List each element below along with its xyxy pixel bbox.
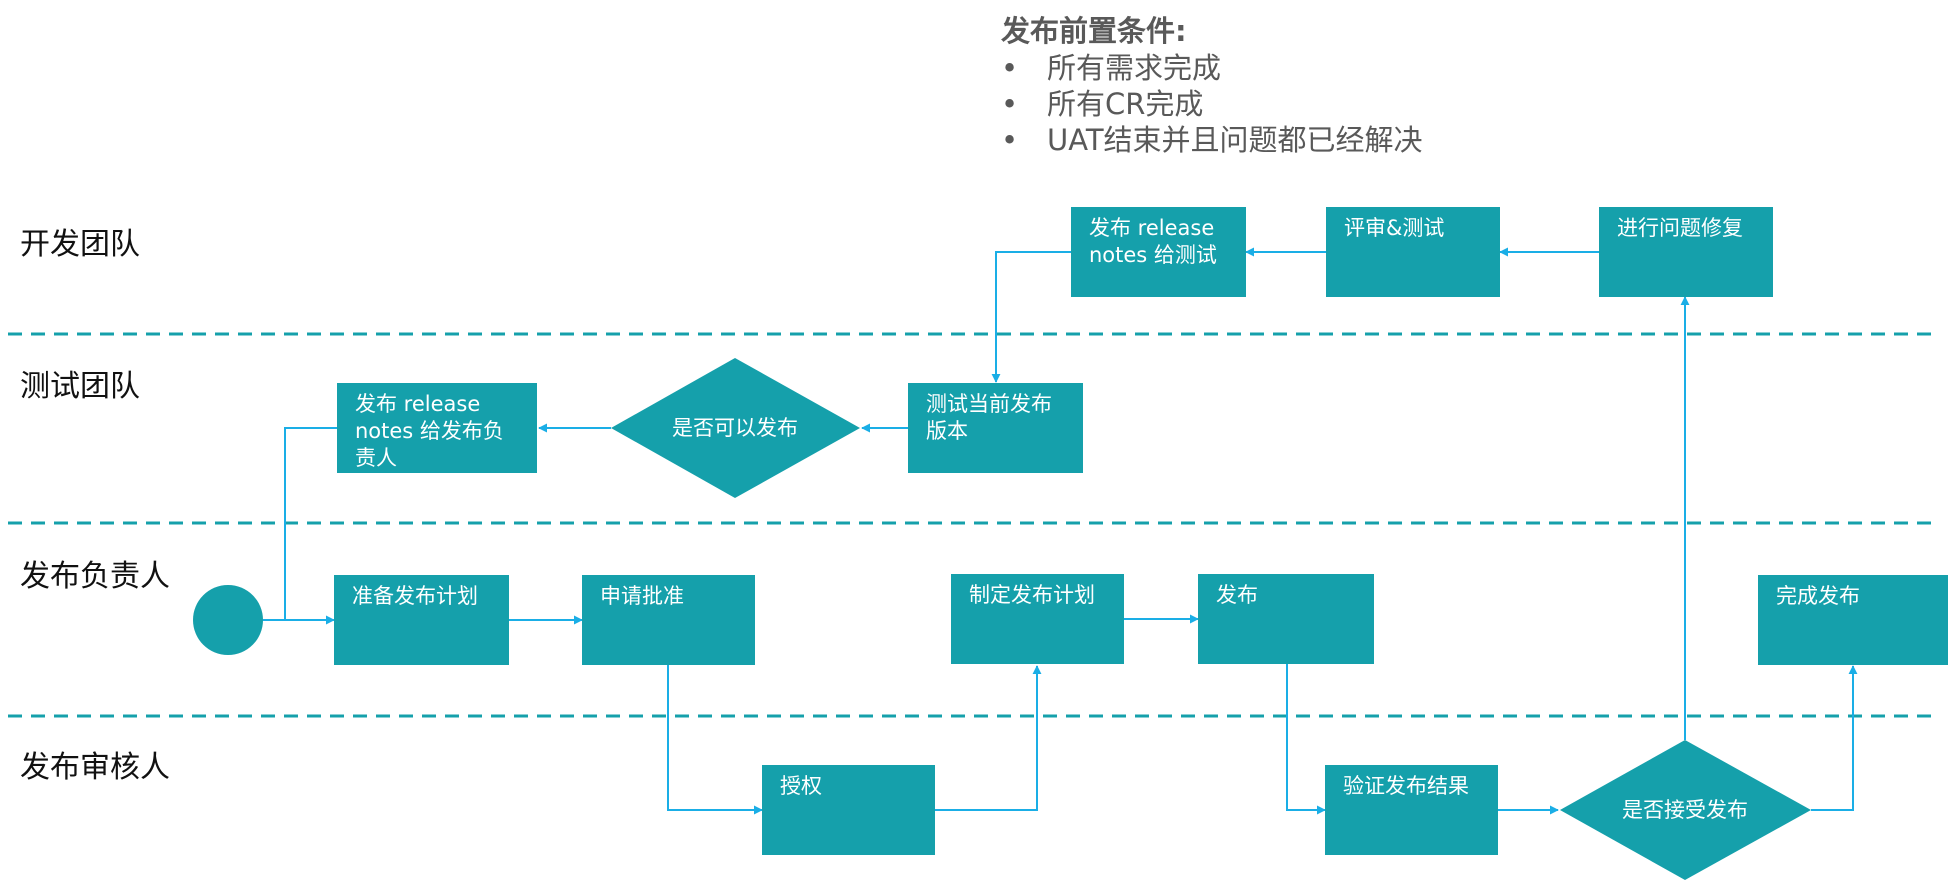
arrow-apply-to-authorize <box>667 665 763 815</box>
lane-label-test-team: 测试团队 <box>20 369 140 404</box>
precondition-text: 所有需求完成 <box>1047 51 1222 85</box>
decision-accept-release <box>1560 740 1811 880</box>
node-make-plan: 制定发布计划 <box>951 574 1124 664</box>
arrow-release-to-verify <box>1286 664 1326 815</box>
lane-label-release-reviewer: 发布审核人 <box>20 750 170 785</box>
node-apply-approval: 申请批准 <box>582 575 755 665</box>
node-fix-issues: 进行问题修复 <box>1599 207 1773 297</box>
bullet-icon: • <box>1001 51 1019 85</box>
decision-can-release <box>611 358 860 498</box>
node-verify-result: 验证发布结果 <box>1325 765 1498 855</box>
precondition-text: UAT结束并且问题都已经解决 <box>1047 123 1423 157</box>
arrow-start-release-notes <box>284 427 337 620</box>
node-review-test: 评审&测试 <box>1326 207 1500 297</box>
node-release-notes-to-owner: 发布 release notes 给发布负责人 <box>337 383 537 473</box>
node-release: 发布 <box>1198 574 1374 664</box>
arrow-accept-to-complete <box>1811 665 1858 811</box>
precondition-item: • UAT结束并且问题都已经解决 <box>1001 117 1423 159</box>
lane-label-release-owner: 发布负责人 <box>20 559 170 594</box>
precondition-title: 发布前置条件: <box>1001 14 1187 48</box>
arrow-authorize-to-make-plan <box>935 665 1042 811</box>
node-release-notes-to-test: 发布 release notes 给测试 <box>1071 207 1246 297</box>
bullet-icon: • <box>1001 123 1019 157</box>
start-node <box>193 585 263 655</box>
precondition-text: 所有CR完成 <box>1047 87 1204 121</box>
node-prepare-plan: 准备发布计划 <box>334 575 509 665</box>
node-test-current-release: 测试当前发布版本 <box>908 383 1083 473</box>
arrow-notes-to-test <box>991 251 1071 383</box>
decision-accept-release-label: 是否接受发布 <box>1622 798 1748 822</box>
precondition-item: • 所有CR完成 <box>1001 81 1203 123</box>
node-complete-release: 完成发布 <box>1758 575 1948 665</box>
lane-label-dev-team: 开发团队 <box>20 227 140 262</box>
bullet-icon: • <box>1001 87 1019 121</box>
decision-can-release-label: 是否可以发布 <box>672 416 798 440</box>
node-authorize: 授权 <box>762 765 935 855</box>
precondition-item: • 所有需求完成 <box>1001 45 1221 87</box>
